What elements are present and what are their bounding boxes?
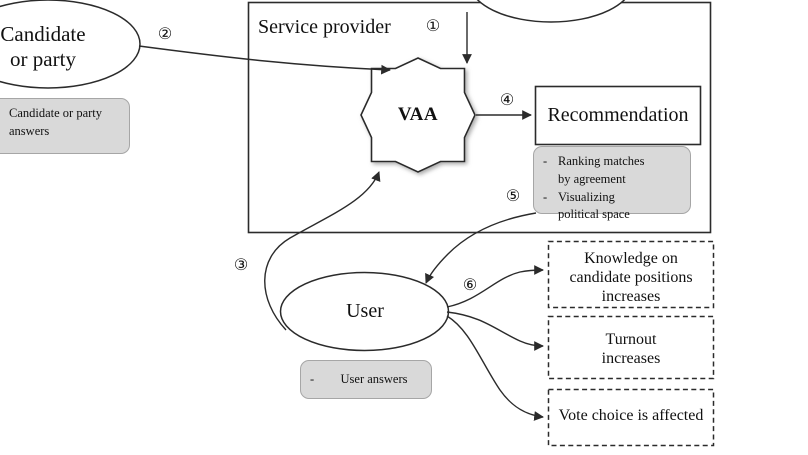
connector-recommendation-to-user — [425, 212, 537, 284]
connector-user-to-turnout — [446, 311, 544, 351]
connector-candidate-to-vaa — [138, 45, 391, 75]
outcome-box-vote-choice — [547, 388, 715, 447]
step-number-five: ⑤ — [505, 188, 521, 205]
recommendation-label: Recommendation — [547, 104, 689, 126]
step-number-six: ⑥ — [462, 277, 478, 294]
outcome-box-knowledge — [547, 240, 715, 309]
outcome-label-knowledge: Knowledge on candidate positions increas… — [569, 250, 693, 305]
note-user-answers-text: User answers — [340, 371, 408, 386]
note-bullet-marker: - — [543, 189, 548, 204]
outcome-box-turnout — [547, 315, 715, 380]
recommendation-box — [534, 85, 702, 146]
note-recommendation-item-visualizing: Visualizing political space — [558, 189, 630, 222]
candidate-or-party-node — [0, 0, 141, 89]
outcome-label-turnout: Turnout increases — [601, 331, 661, 367]
vaa-star-node — [360, 57, 476, 173]
note-recommendation-features: - Ranking matches by agreement - Visuali… — [533, 146, 691, 221]
step-number-four: ④ — [499, 92, 515, 109]
note-candidate-answers-text: Candidate or party answers — [9, 106, 103, 138]
connector-user-to-vaa — [264, 171, 381, 331]
note-recommendation-item-ranking: Ranking matches by agreement — [558, 154, 645, 186]
candidate-or-party-label: Candidate or party — [0, 22, 86, 71]
step-number-two: ② — [157, 26, 173, 43]
step-number-one: ① — [425, 18, 441, 35]
note-candidate-answers: Candidate or party answers — [0, 98, 130, 154]
connector-user-to-knowledge — [446, 265, 544, 308]
service-provider-title: Service provider — [258, 16, 391, 38]
vaa-label: VAA — [397, 104, 439, 125]
note-bullet-marker: - — [543, 154, 548, 168]
top-clipped-ellipse-node — [476, 0, 626, 23]
outcome-label-vote-choice: Vote choice is affected — [558, 407, 704, 424]
user-label: User — [346, 300, 384, 322]
note-user-answers: - User answers — [300, 360, 432, 399]
note-bullet-marker: - — [310, 371, 315, 386]
connector-user-to-vote-choice — [446, 315, 544, 421]
step-number-three: ③ — [233, 257, 249, 274]
